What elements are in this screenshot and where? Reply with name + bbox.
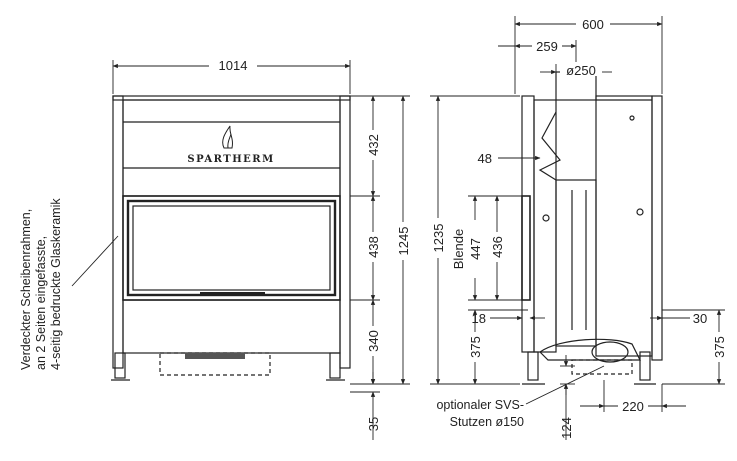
side-front-panel bbox=[521, 95, 535, 353]
glass-note-line-2: an 2 Seiten eingefasste, bbox=[34, 236, 48, 370]
dim-flue-diameter: ø250 bbox=[566, 63, 596, 78]
side-firebox bbox=[555, 179, 597, 347]
brand-name: SPARTHERM bbox=[187, 154, 274, 165]
blende-panel bbox=[521, 195, 531, 301]
glass-note-line-3: 4-seitig bedruckte Glaskeramik bbox=[49, 198, 63, 370]
dim-depth: 600 bbox=[582, 17, 604, 32]
svs-note-line-2: Stutzen ø150 bbox=[450, 415, 524, 429]
dim-rear-width: 220 bbox=[622, 399, 644, 414]
glass-inner bbox=[132, 205, 331, 291]
front-view bbox=[111, 95, 351, 381]
side-view bbox=[521, 71, 663, 385]
base-dashed bbox=[159, 352, 271, 376]
glass-note: Verdeckter Scheibenrahmen, an 2 Seiten e… bbox=[19, 198, 63, 370]
dim-panel-offset: 18 bbox=[472, 311, 486, 326]
dim-top-height: 432 bbox=[366, 134, 381, 156]
dim-side-height: 1235 bbox=[431, 224, 446, 253]
deflector bbox=[538, 111, 561, 181]
svs-note-line-1: optionaler SVS- bbox=[436, 398, 524, 412]
svs-leader bbox=[525, 365, 605, 405]
foot-left bbox=[114, 352, 126, 379]
dim-blende-height: 447 bbox=[468, 238, 483, 260]
side-foot-rear bbox=[639, 351, 651, 381]
width-label: 1014 bbox=[219, 58, 248, 73]
lower-body bbox=[122, 299, 341, 354]
side-foot-front bbox=[527, 351, 539, 381]
dim-flue-offset: 259 bbox=[536, 39, 558, 54]
right-post bbox=[339, 95, 351, 369]
base-curve bbox=[539, 338, 641, 361]
dim-foot-height: 35 bbox=[366, 417, 381, 431]
dim-side-top bbox=[498, 16, 663, 94]
dim-side-left bbox=[430, 95, 545, 385]
spartherm-logo bbox=[222, 125, 233, 149]
svs-stub bbox=[591, 341, 629, 363]
dim-base-left: 375 bbox=[468, 336, 483, 358]
dim-stub-height: 124 bbox=[559, 417, 574, 439]
dim-glass-height: 438 bbox=[366, 236, 381, 258]
glass-frame bbox=[122, 195, 341, 301]
dim-bottom-height: 340 bbox=[366, 330, 381, 352]
glass-note-leader bbox=[71, 235, 119, 287]
dim-deflector: 48 bbox=[478, 151, 492, 166]
side-rear-housing bbox=[595, 95, 653, 357]
blende-label: Blende bbox=[451, 229, 466, 269]
glass-pane bbox=[126, 199, 337, 297]
dim-panel-height: 436 bbox=[490, 236, 505, 258]
left-post bbox=[112, 95, 124, 369]
glass-note-line-1: Verdeckter Scheibenrahmen, bbox=[19, 209, 33, 370]
dim-total-height: 1245 bbox=[396, 227, 411, 256]
dim-stub bbox=[560, 355, 575, 440]
dim-base-right: 375 bbox=[712, 336, 727, 358]
foot-right bbox=[329, 352, 341, 379]
dim-rear-offset: 30 bbox=[693, 311, 707, 326]
